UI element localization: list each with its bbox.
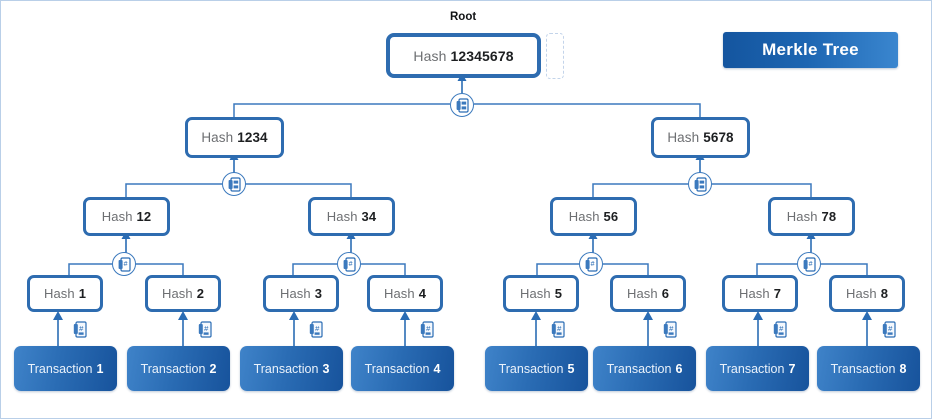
- transaction-4-prefix: Transaction: [364, 361, 430, 376]
- transaction-1-value: 1: [96, 361, 104, 376]
- node-hash-56-value: 56: [603, 209, 619, 224]
- node-hash-3-value: 3: [314, 286, 323, 301]
- hash-document-icon-tx6: #: [663, 321, 678, 339]
- svg-text:#: #: [590, 261, 594, 268]
- node-root-prefix: Hash: [413, 47, 447, 64]
- node-hash-6-prefix: Hash: [626, 286, 658, 301]
- hash-document-badge-icon-right: [688, 172, 712, 196]
- hash-document-badge-icon-34: #: [337, 252, 361, 276]
- node-hash-2-prefix: Hash: [161, 286, 193, 301]
- hash-document-badge-icon-56: #: [579, 252, 603, 276]
- svg-text:#: #: [669, 324, 674, 333]
- hash-document-icon-tx3: #: [309, 321, 324, 339]
- node-hash-78-value: 78: [821, 209, 837, 224]
- svg-text:#: #: [426, 324, 431, 333]
- transaction-6-prefix: Transaction: [606, 361, 672, 376]
- node-hash-8-value: 8: [880, 286, 889, 301]
- node-hash-34-value: 34: [361, 209, 377, 224]
- hash-document-badge-icon-78: #: [797, 252, 821, 276]
- node-hash-6-value: 6: [661, 286, 670, 301]
- transaction-2-value: 2: [209, 361, 217, 376]
- transaction-8-prefix: Transaction: [830, 361, 896, 376]
- node-hash-7-prefix: Hash: [738, 286, 770, 301]
- hash-document-icon-tx8: #: [882, 321, 897, 339]
- node-hash-78-prefix: Hash: [786, 209, 818, 224]
- transaction-8-value: 8: [899, 361, 907, 376]
- root-placeholder-outline: [546, 33, 564, 79]
- node-hash-34-prefix: Hash: [326, 209, 358, 224]
- hash-document-icon-tx5: #: [551, 321, 566, 339]
- node-hash-56-prefix: Hash: [568, 209, 600, 224]
- node-hash-8-prefix: Hash: [845, 286, 877, 301]
- node-hash-2-value: 2: [196, 286, 205, 301]
- node-hash-1-value: 1: [78, 286, 87, 301]
- root-label: Root: [450, 11, 477, 23]
- transaction-2-prefix: Transaction: [140, 361, 206, 376]
- transaction-1-prefix: Transaction: [27, 361, 93, 376]
- node-hash-7-value: 7: [773, 286, 782, 301]
- svg-text:#: #: [808, 261, 812, 268]
- svg-text:#: #: [888, 324, 893, 333]
- node-hash-3-prefix: Hash: [279, 286, 311, 301]
- svg-text:#: #: [557, 324, 562, 333]
- hash-document-badge-icon-12: #: [112, 252, 136, 276]
- hash-document-badge-icon-left: [222, 172, 246, 196]
- node-hash-5678-value: 5678: [703, 130, 734, 145]
- hash-document-icon-tx4: #: [420, 321, 435, 339]
- hash-document-badge-icon-root: [450, 93, 474, 117]
- node-hash-1-prefix: Hash: [43, 286, 75, 301]
- transaction-5-prefix: Transaction: [498, 361, 564, 376]
- node-hash-1234-prefix: Hash: [201, 130, 234, 145]
- node-hash-5678-prefix: Hash: [667, 130, 700, 145]
- transaction-5-value: 5: [567, 361, 575, 376]
- hash-document-icon-tx2: #: [198, 321, 213, 339]
- svg-text:#: #: [204, 324, 209, 333]
- transaction-3-prefix: Transaction: [253, 361, 319, 376]
- hash-document-icon-tx7: #: [773, 321, 788, 339]
- diagram-title: Merkle Tree: [723, 32, 898, 68]
- transaction-3-value: 3: [322, 361, 330, 376]
- transaction-6-value: 6: [675, 361, 683, 376]
- node-hash-4-value: 4: [418, 286, 427, 301]
- hash-document-icon-tx1: #: [73, 321, 88, 339]
- svg-text:#: #: [348, 261, 352, 268]
- svg-text:#: #: [779, 324, 784, 333]
- node-hash-12-prefix: Hash: [101, 209, 133, 224]
- transaction-4-value: 4: [433, 361, 441, 376]
- node-hash-12-value: 12: [136, 209, 152, 224]
- node-hash-1234-value: 1234: [237, 130, 268, 145]
- svg-text:#: #: [79, 324, 84, 333]
- node-hash-4-prefix: Hash: [383, 286, 415, 301]
- svg-text:#: #: [315, 324, 320, 333]
- transaction-7-value: 7: [788, 361, 796, 376]
- node-root-value: 12345678: [450, 47, 514, 64]
- node-hash-5-value: 5: [554, 286, 563, 301]
- transaction-7-prefix: Transaction: [719, 361, 785, 376]
- svg-text:#: #: [123, 261, 127, 268]
- node-hash-5-prefix: Hash: [519, 286, 551, 301]
